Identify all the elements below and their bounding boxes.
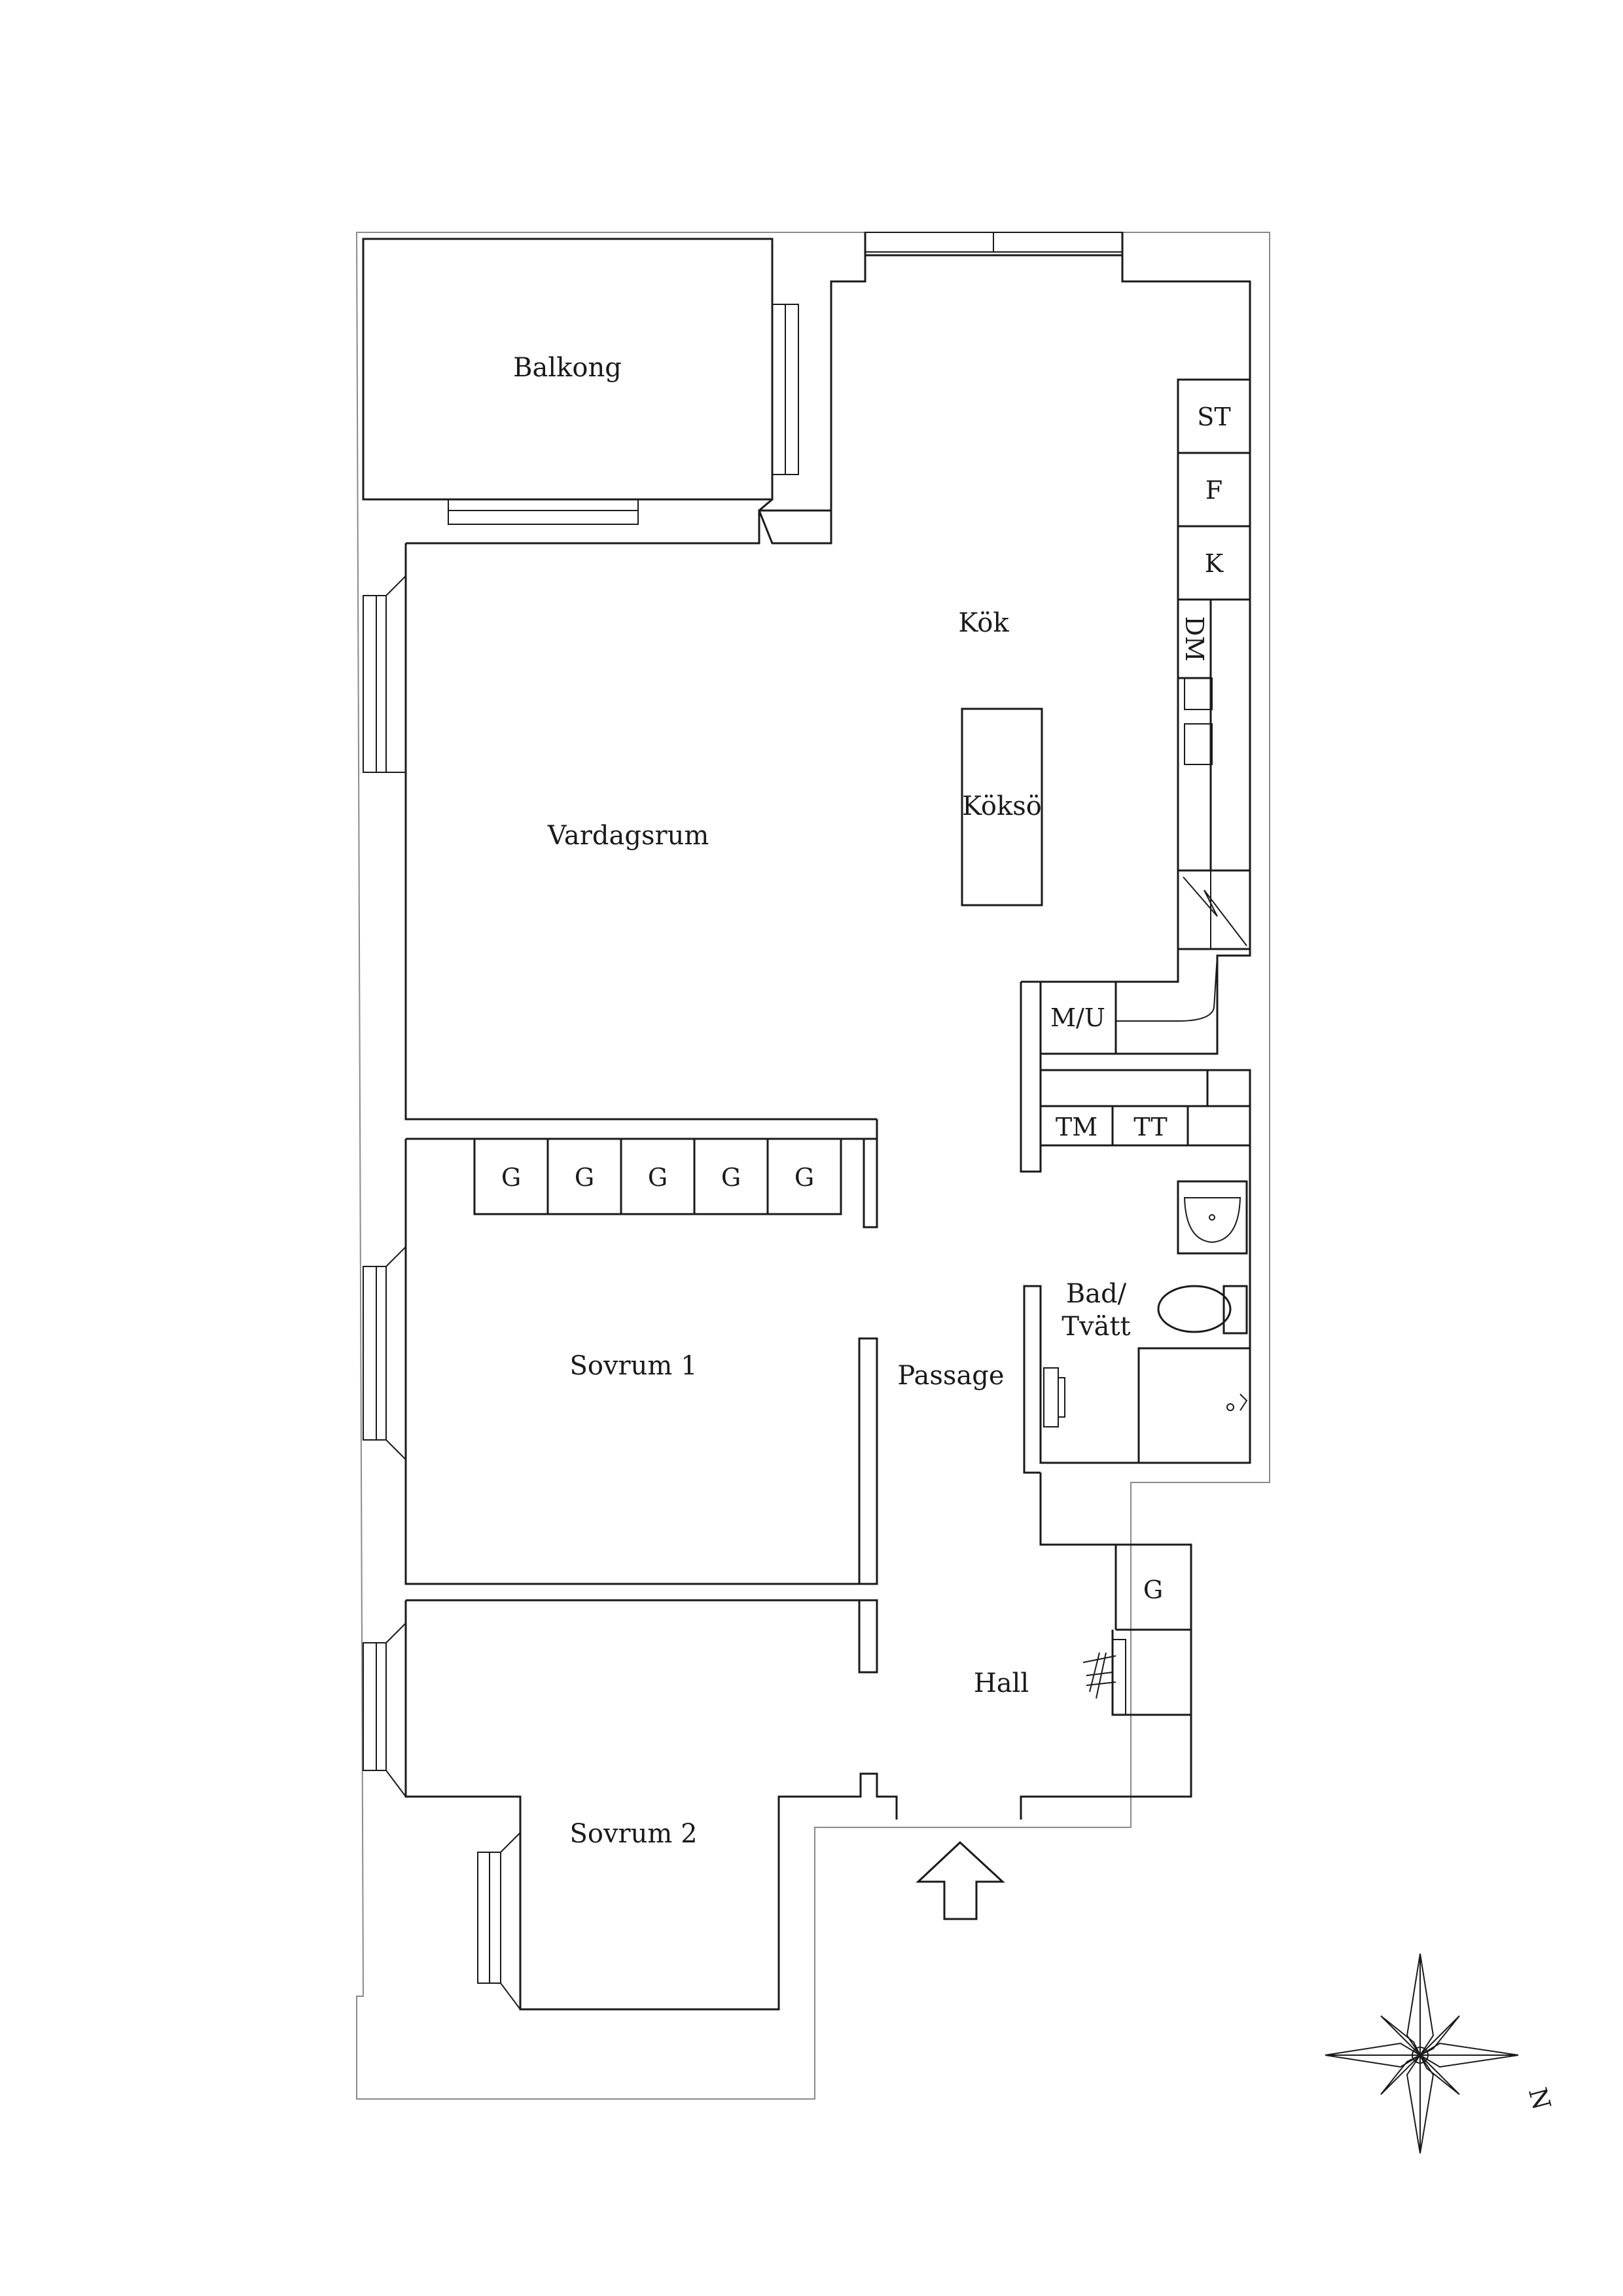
- wardrobe-label: G: [721, 1163, 741, 1192]
- room-label-balkong: Balkong: [513, 353, 622, 383]
- fixture-label-fridge: F: [1205, 476, 1222, 505]
- fixture-label-stove: ST: [1197, 403, 1230, 431]
- wardrobes: [473, 1138, 842, 1215]
- fixture-label-microwave: M/U: [1050, 1003, 1105, 1032]
- wardrobe-label: G: [794, 1163, 814, 1192]
- wardrobe-label: G: [501, 1163, 521, 1192]
- counter-curve: [1116, 955, 1218, 1022]
- room-label-sovrum2: Sovrum 2: [569, 1819, 697, 1849]
- kitchen-lower-counter: [1115, 949, 1251, 1055]
- fixture-label-freezer: K: [1205, 549, 1224, 578]
- fixture-label-washer: TM: [1056, 1113, 1097, 1141]
- living-window: [363, 575, 406, 773]
- building-outline: [355, 232, 1270, 2100]
- fixture-label-dishwasher: DM: [1180, 616, 1209, 661]
- entrance-arrow-icon: [916, 1840, 1005, 1920]
- hall-coat-hooks: [1082, 1639, 1126, 1715]
- laundry-counter: [1041, 1069, 1251, 1147]
- compass-north-label: N: [1523, 2085, 1556, 2113]
- kitchen-island: [961, 708, 1043, 906]
- hall-wardrobe-label: G: [1143, 1575, 1163, 1604]
- passage-partition: [858, 1337, 878, 1585]
- bedroom2-window-upper: [363, 1623, 406, 1797]
- room-label-bad: Bad/: [1066, 1279, 1127, 1309]
- toilet-icon: [1157, 1285, 1248, 1335]
- living-west-wall: [404, 543, 877, 1121]
- balcony-window-right: [772, 304, 799, 475]
- sink-icon: [1177, 1180, 1248, 1255]
- room-label-passage: Passage: [897, 1361, 1004, 1391]
- bay-left-top: [758, 498, 832, 545]
- room-label-koksö: Köksö: [962, 791, 1042, 821]
- room-label-sovrum1: Sovrum 1: [569, 1351, 697, 1381]
- hall-walls: [1020, 1473, 1192, 1820]
- wardrobe-label: G: [575, 1163, 594, 1192]
- room-label-vardagsrum: Vardagsrum: [547, 821, 709, 851]
- bedroom2-window-lower: [477, 1832, 521, 2010]
- kitchen-top-window: [865, 232, 1123, 253]
- balcony-door: [448, 499, 639, 525]
- fixture-label-dryer: TT: [1133, 1113, 1167, 1141]
- room-label-hall: Hall: [974, 1668, 1029, 1698]
- compass-icon: [1325, 1953, 1519, 2154]
- bedroom2-walls: [404, 1599, 898, 2011]
- room-label-kok: Kök: [958, 608, 1009, 638]
- vent-hood-icon: [1183, 876, 1247, 946]
- radiator-icon: [1043, 1367, 1065, 1427]
- wardrobe-label: G: [648, 1163, 668, 1192]
- shower-icon: [1137, 1347, 1251, 1464]
- kitchen-appliances: [1177, 378, 1251, 950]
- bedroom1-window: [363, 1246, 406, 1460]
- room-label-tvatt: Tvätt: [1061, 1312, 1130, 1342]
